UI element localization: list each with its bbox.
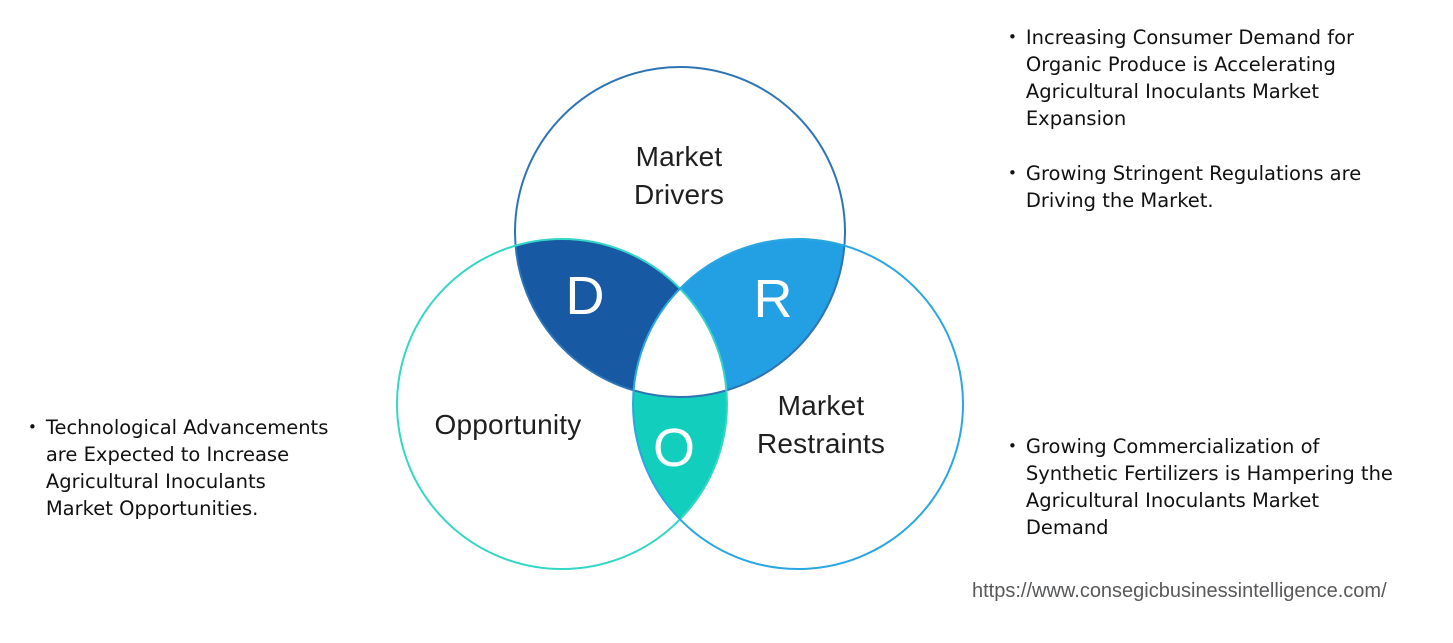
bullet-icon: •: [1008, 28, 1017, 46]
note-right-middle: • Growing Stringent Regulations are Driv…: [1008, 160, 1361, 214]
note-right-top: • Increasing Consumer Demand for Organic…: [1008, 24, 1354, 132]
bullet-icon: •: [1008, 437, 1017, 455]
letter-d: D: [565, 266, 605, 326]
bullet-icon: •: [28, 418, 37, 436]
note-left: • Technological Advancements are Expecte…: [28, 414, 328, 522]
letter-r: R: [753, 269, 793, 329]
circle-drivers-outline: [514, 66, 846, 398]
bullet-icon: •: [1008, 164, 1017, 182]
letter-o: O: [652, 418, 696, 478]
note-right-bottom: • Growing Commercialization of Synthetic…: [1008, 433, 1393, 541]
circle-restraints-outline: [632, 238, 964, 570]
note-text: Technological Advancements are Expected …: [45, 416, 329, 520]
region-drivers-opportunity: [515, 239, 727, 397]
label-opportunity: Opportunity: [434, 409, 582, 440]
region-drivers-restraints: [633, 239, 845, 397]
circle-opportunity-outline: [396, 238, 728, 570]
label-market-drivers: Market Drivers: [633, 141, 725, 210]
note-text: Growing Stringent Regulations are Drivin…: [1025, 162, 1362, 212]
note-text: Growing Commercialization of Synthetic F…: [1025, 435, 1393, 539]
source-url: https://www.consegicbusinessintelligence…: [972, 580, 1387, 602]
note-text: Increasing Consumer Demand for Organic P…: [1025, 26, 1355, 130]
label-market-restraints: Market Restraints: [756, 390, 886, 459]
